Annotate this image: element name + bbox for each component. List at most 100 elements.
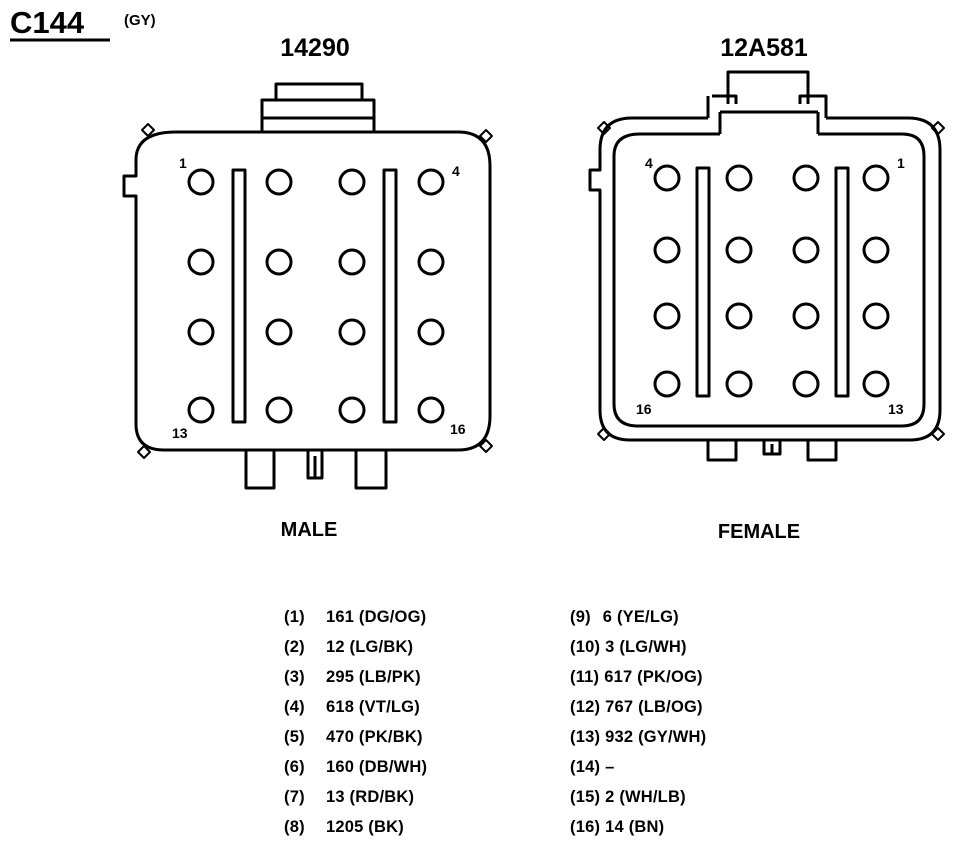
pin-circuit: 3 (LG/WH) [605,638,687,656]
pin-row: (2) 12 (LG/BK) [284,632,427,662]
male-pin-label-1: 1 [179,155,187,171]
pin-row: (5)470 (PK/BK) [284,722,427,752]
pin-row: (11)617 (PK/OG) [570,662,706,692]
female-bottom-feet [706,440,838,462]
pin-row: (3)295 (LB/PK) [284,662,427,692]
pin-number: (3) [284,668,305,686]
pin-circuit: 618 (VT/LG) [326,698,420,716]
pin-circuit: 617 (PK/OG) [604,668,703,686]
female-part-number: 12A581 [720,34,808,62]
pin-row: (6) 160 (DB/WH) [284,752,427,782]
pin-row: (15)2 (WH/LB) [570,782,706,812]
pin-row: (1) 161 (DG/OG) [284,602,427,632]
pin-row: (8) 1205 (BK) [284,812,427,842]
female-pin-label-1: 1 [897,155,905,171]
pin-cavity [338,318,366,346]
male-latch [260,82,376,132]
pin-cavity [417,248,445,276]
pin-cavity [265,168,293,196]
pin-circuit: 160 (DB/WH) [326,758,428,776]
pin-cavity [792,302,820,330]
pin-cavity [653,236,681,264]
pin-cavity [187,318,215,346]
pin-cavity [265,396,293,424]
pin-cavity [862,236,890,264]
pin-number: (10) [570,638,601,656]
male-key-bar [382,168,398,424]
female-corner-mark [597,121,611,135]
male-pin-grid [187,168,445,424]
pin-circuit: 6 (YE/LG) [602,608,679,626]
pin-cavity [792,236,820,264]
female-corner-mark [931,121,945,135]
pin-row: (9) 6 (YE/LG) [570,602,706,632]
pin-circuit: 1205 (BK) [326,818,404,836]
male-corner-mark [479,439,493,453]
male-label: MALE [281,519,338,541]
female-latch [706,70,828,134]
connector-id: C144 [10,5,85,40]
pin-circuit: 12 (LG/BK) [326,638,414,656]
male-bottom-feet [244,450,388,490]
pin-number: (9) [570,608,591,626]
male-connector: 14290 1 4 13 16 MALE [122,34,493,541]
pin-cavity [265,248,293,276]
pin-cavity [792,370,820,398]
pin-number: (16) [570,818,601,836]
pin-number: (1) [284,608,305,626]
pin-legend-left: (1) 161 (DG/OG) (2) 12 (LG/BK) (3)295 (LB/PK… [284,602,427,842]
pin-row: (14)– [570,752,706,782]
pin-cavity [187,168,215,196]
pin-cavity [862,164,890,192]
pin-row: (12)767 (LB/OG) [570,692,706,722]
female-corner-mark [931,427,945,441]
pin-cavity [725,236,753,264]
female-connector: 12A581 4 1 16 13 [588,34,945,543]
pin-number: (12) [570,698,601,716]
pin-cavity [725,370,753,398]
pin-row: (4)618 (VT/LG) [284,692,427,722]
pin-row: (13)932 (GY/WH) [570,722,706,752]
connector-color-code: (GY) [124,12,156,29]
male-pin-label-16: 16 [450,421,466,437]
pin-number: (2) [284,638,305,656]
pin-circuit: 767 (LB/OG) [605,698,703,716]
pin-row: (7)13 (RD/BK) [284,782,427,812]
pin-cavity [265,318,293,346]
pin-row: (16)14 (BN) [570,812,706,842]
female-key-bar [695,166,711,398]
male-housing [122,130,492,452]
pin-cavity [417,168,445,196]
pin-number: (8) [284,818,305,836]
pin-number: (11) [570,668,600,686]
pin-cavity [338,248,366,276]
pin-cavity [725,302,753,330]
pin-cavity [417,318,445,346]
pin-cavity [653,302,681,330]
pin-circuit: – [605,758,615,776]
pin-row: (10)3 (LG/WH) [570,632,706,662]
pin-cavity [862,370,890,398]
male-corner-mark [479,129,493,143]
pin-legend-right: (9)6 (YE/LG)(10)3 (LG/WH)(11)617 (PK/OG)… [570,602,706,842]
pin-circuit: 161 (DG/OG) [326,608,427,626]
female-pin-label-13: 13 [888,401,904,417]
pin-cavity [187,248,215,276]
pin-cavity [862,302,890,330]
pin-circuit: 13 (RD/BK) [326,788,415,806]
pin-number: (13) [570,728,601,746]
male-part-number: 14290 [280,34,350,62]
female-housing-inner [612,132,926,428]
female-pin-label-4: 4 [645,155,653,171]
pin-circuit: 932 (GY/WH) [605,728,707,746]
pin-number: (15) [570,788,601,806]
pin-cavity [187,396,215,424]
pin-cavity [725,164,753,192]
pin-cavity [417,396,445,424]
pin-circuit: 470 (PK/BK) [326,728,423,746]
female-housing-outer [588,116,942,442]
female-key-bar [834,166,850,398]
male-pin-label-13: 13 [172,425,188,441]
pin-number: (6) [284,758,305,776]
